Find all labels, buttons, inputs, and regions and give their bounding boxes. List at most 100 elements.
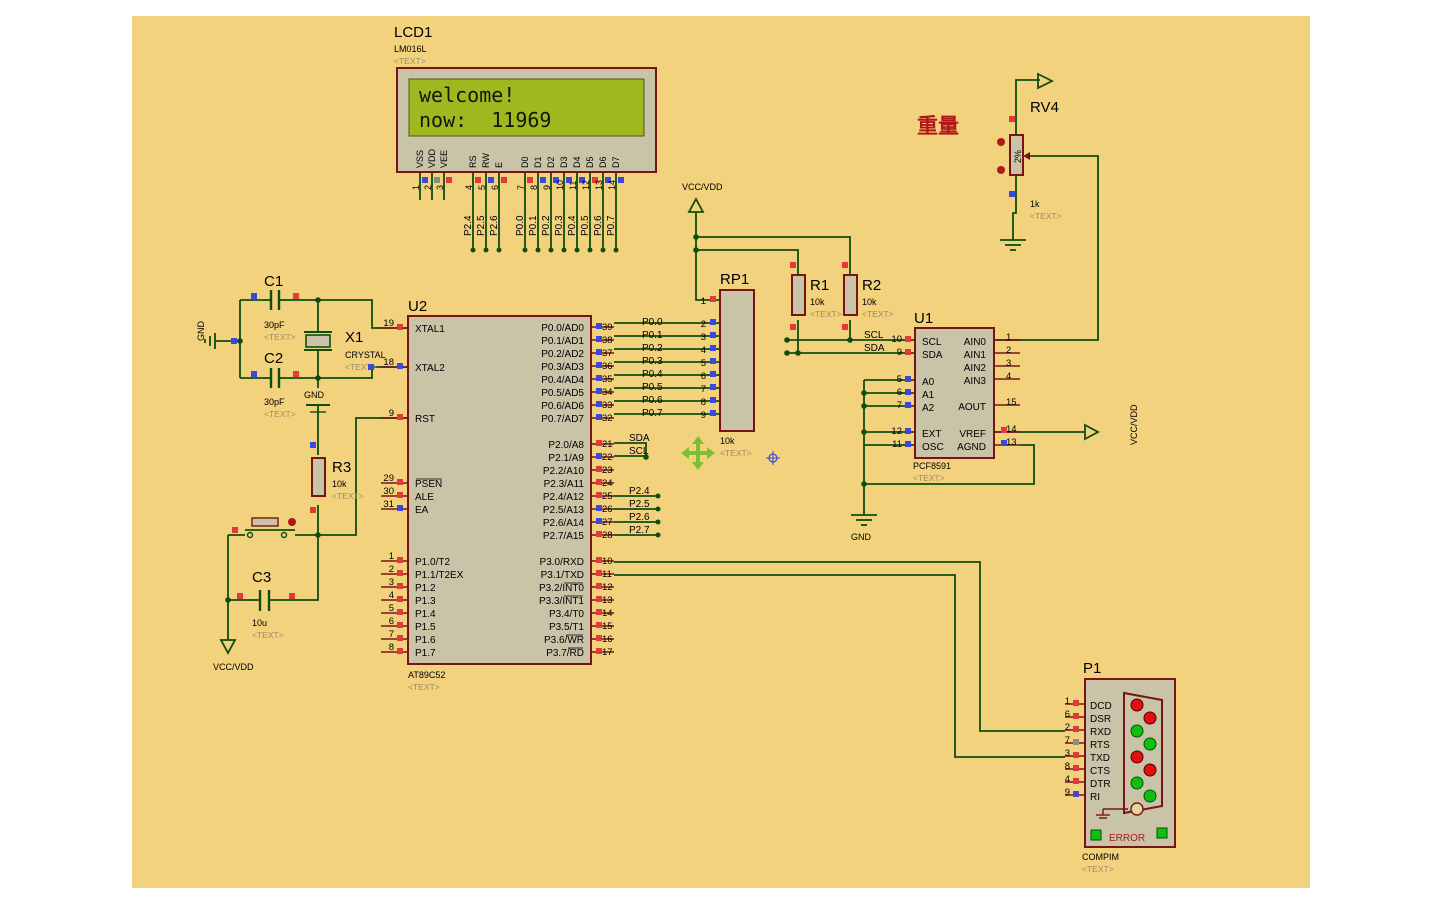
rv4-potentiometer[interactable]: RV4 2% 1k <TEXT> [997, 72, 1062, 251]
u2-pin-name: EA [415, 505, 429, 516]
r3-ref: R3 [332, 459, 351, 476]
u2-pin-number: 6 [389, 616, 394, 627]
r2-resistor[interactable]: R2 10k <TEXT> [842, 262, 894, 330]
move-cursor-icon[interactable] [681, 436, 715, 470]
lcd-pin-number: 6 [490, 185, 500, 190]
u1-pin-marker [905, 441, 911, 447]
r2-text-tag: <TEXT> [862, 309, 894, 319]
lcd-net-end [574, 247, 580, 253]
r3-resistor[interactable]: R3 10k <TEXT> [306, 404, 364, 513]
p1-body [1084, 678, 1176, 848]
u1-pin-number: 1 [1006, 332, 1011, 343]
lcd-pin-name: D0 [520, 156, 530, 168]
u1-pin-marker [905, 402, 911, 408]
x1-text-tag: <TEXT> [345, 362, 377, 372]
r2-ref: R2 [862, 277, 881, 294]
lcd-pin-number: 14 [607, 180, 617, 190]
p1-text-tag: <TEXT> [1082, 864, 1114, 874]
c1-capacitor[interactable]: C1 30pF <TEXT> [251, 273, 299, 342]
p1-pin-marker [1073, 726, 1079, 732]
u2-pin-name: XTAL2 [415, 363, 445, 374]
u2-pin-number: 34 [602, 387, 613, 398]
rv4-dot-down[interactable] [997, 166, 1005, 174]
rv4-text-tag: <TEXT> [1030, 211, 1062, 221]
r1-resistor[interactable]: R1 10k <TEXT> [790, 262, 842, 330]
u2-pin-number: 5 [389, 603, 394, 614]
u2-pin-marker [596, 323, 602, 329]
u1-pin-number: 7 [897, 400, 902, 411]
lcd-lm016l[interactable]: LCD1 LM016L <TEXT> welcome! now: 11969 V… [394, 24, 657, 190]
db9-outline [1123, 691, 1163, 815]
u2-pin-number: 11 [602, 569, 612, 580]
u1-text-tag: <TEXT> [913, 473, 945, 483]
u2-pin-number: 17 [602, 647, 613, 658]
u2-at89c52[interactable]: U2 AT89C52 <TEXT> 19XTAL118XTAL29RST29PS… [381, 298, 614, 692]
u2-pin-name: P3.3/INT1 [539, 596, 584, 607]
u2-net-end [655, 532, 661, 538]
gnd-label-crystal: GND [304, 390, 325, 400]
u2-pin-marker [596, 401, 602, 407]
p1-pin-marker [1073, 700, 1079, 706]
u1-pin-name: SDA [922, 350, 943, 361]
lcd-pin-name: VEE [439, 150, 449, 168]
lcd-pin-name: RW [481, 153, 491, 168]
u2-pin-number: 28 [602, 530, 613, 541]
p1-pin-number: 6 [1065, 709, 1070, 720]
c3-ref: C3 [252, 569, 271, 586]
rp1-pin-marker [710, 332, 716, 338]
u2-pin-marker [596, 518, 602, 524]
lcd-pin-name: D5 [585, 156, 595, 168]
c2-text-tag: <TEXT> [264, 409, 296, 419]
u2-p0-net-label: P0.5 [642, 382, 663, 393]
u2-pin-marker [397, 596, 403, 602]
p1-error-led-right [1156, 827, 1168, 839]
x1-crystal[interactable]: X1 CRYSTAL <TEXT> [304, 329, 386, 372]
u1-pin-name: A0 [922, 377, 935, 388]
u2-pin-name: P1.1/T2EX [415, 570, 464, 581]
u2-pin-name: P3.0/RXD [540, 557, 584, 568]
u2-pin-name: P2.7/A15 [543, 531, 585, 542]
rv4-dot-up[interactable] [997, 138, 1005, 146]
p1-pin-name: TXD [1090, 753, 1110, 764]
rp1-pin-marker [710, 319, 716, 325]
lcd-net-end [548, 247, 554, 253]
lcd-pin-name: D2 [546, 156, 556, 168]
p1-pin-marker [1073, 713, 1079, 719]
u2-pin-name: P1.0/T2 [415, 557, 450, 568]
u1-pin-name: A1 [922, 390, 935, 401]
lcd-net-label: P2.4 [463, 215, 474, 236]
r3-value: 10k [332, 479, 347, 489]
c3-capacitor[interactable]: C3 10u <TEXT> [237, 569, 295, 640]
c2-capacitor[interactable]: C2 30pF <TEXT> [251, 350, 299, 419]
lcd-pin-name: VSS [415, 150, 425, 168]
u2-pin-name: P2.0/A8 [548, 440, 584, 451]
u2-pin-number: 13 [602, 595, 613, 606]
u2-pin-name: P0.7/AD7 [541, 414, 584, 425]
u2-pin-number: 7 [389, 629, 394, 640]
lcd-pin-marker [579, 177, 585, 183]
u2-pin-marker [397, 479, 403, 485]
lcd-net-label: P2.5 [476, 215, 487, 236]
u2-pin-marker [596, 622, 602, 628]
u2-pin-name: P0.5/AD5 [541, 388, 584, 399]
lcd-pin-marker [475, 177, 481, 183]
vcc-label-top: VCC/VDD [682, 182, 723, 192]
rp1-pin-number: 8 [701, 397, 706, 408]
rp1-pin-number: 5 [701, 358, 706, 369]
u1-pin-number: 4 [1006, 371, 1011, 382]
p1-pin-name: RXD [1090, 727, 1111, 738]
u2-net-end [655, 493, 661, 499]
rp1-pin-number: 9 [701, 410, 706, 421]
p1-pin-name: DTR [1090, 779, 1111, 790]
lcd-pin-marker [446, 177, 452, 183]
u2-pin-name: RST [415, 414, 435, 425]
reset-button[interactable] [232, 517, 296, 539]
p1-pin-marker [1073, 765, 1079, 771]
u1-pin-name: VREF [959, 429, 986, 440]
u2-pin-marker [596, 362, 602, 368]
